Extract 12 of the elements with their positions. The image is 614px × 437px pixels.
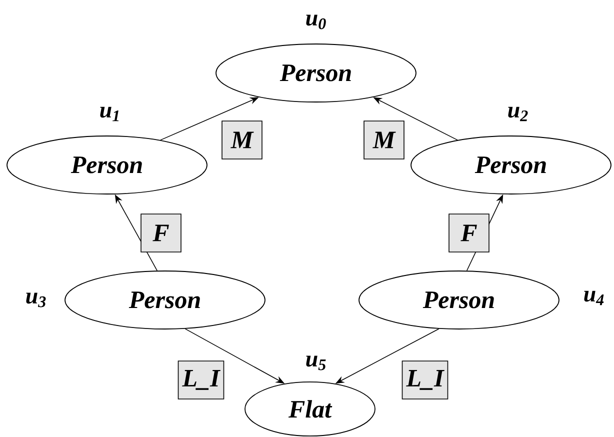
node-label: u$_{0}$ <box>306 14 326 30</box>
node-label: u$_{4}$ <box>584 290 604 306</box>
edge-label: F <box>140 214 182 252</box>
node-label: u$_{1}$ <box>100 106 119 122</box>
node-label: u$_{3}$ <box>26 292 46 308</box>
edge-label: F <box>448 214 490 252</box>
edge-label: M <box>222 120 262 160</box>
node-label: u$_{2}$ <box>508 106 528 122</box>
node-label: u$_{5}$ <box>306 356 326 370</box>
edge-label: L_I <box>402 360 448 400</box>
edge-label: L_I <box>178 360 224 400</box>
edge-label: M <box>364 120 404 160</box>
